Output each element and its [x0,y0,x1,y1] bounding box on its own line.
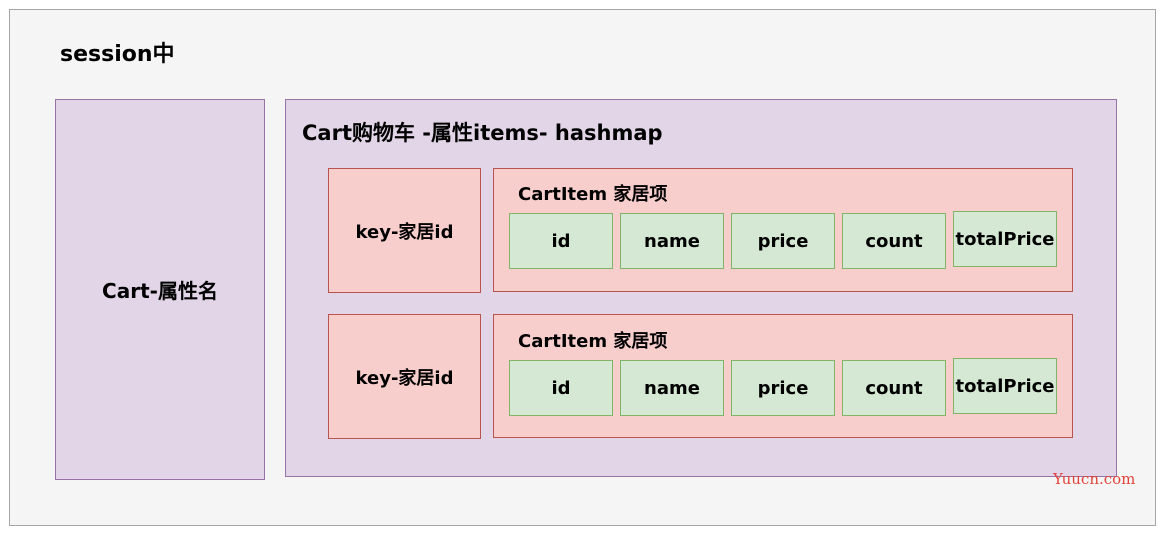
field-label: name [644,230,700,252]
field-id: id [509,213,613,269]
map-key-box: key-家居id [328,314,481,439]
field-label: price [757,377,809,399]
field-total-price: totalPrice [953,358,1057,414]
map-key-label: key-家居id [355,221,454,243]
field-name: name [620,360,724,416]
map-key-label: key-家居id [355,367,454,389]
cart-attribute-name-box: Cart-属性名 [55,99,265,480]
field-price: price [731,360,835,416]
field-id: id [509,360,613,416]
field-name: name [620,213,724,269]
field-count: count [842,360,946,416]
session-title: session中 [60,42,175,67]
field-label: id [551,377,571,399]
field-label: name [644,377,700,399]
field-label: price [757,230,809,252]
field-label: totalPrice [955,375,1055,397]
cart-attribute-name-label: Cart-属性名 [102,279,218,303]
field-label: count [865,230,923,252]
cart-item-title: CartItem 家居项 [518,331,668,352]
field-price: price [731,213,835,269]
watermark: Yuucn.com [1053,470,1136,488]
cart-hashmap-title: Cart购物车 -属性items- hashmap [302,121,663,145]
cart-item-title: CartItem 家居项 [518,184,668,205]
field-total-price: totalPrice [953,211,1057,267]
field-label: totalPrice [955,228,1055,250]
map-key-box: key-家居id [328,168,481,293]
field-label: count [865,377,923,399]
field-count: count [842,213,946,269]
field-label: id [551,230,571,252]
